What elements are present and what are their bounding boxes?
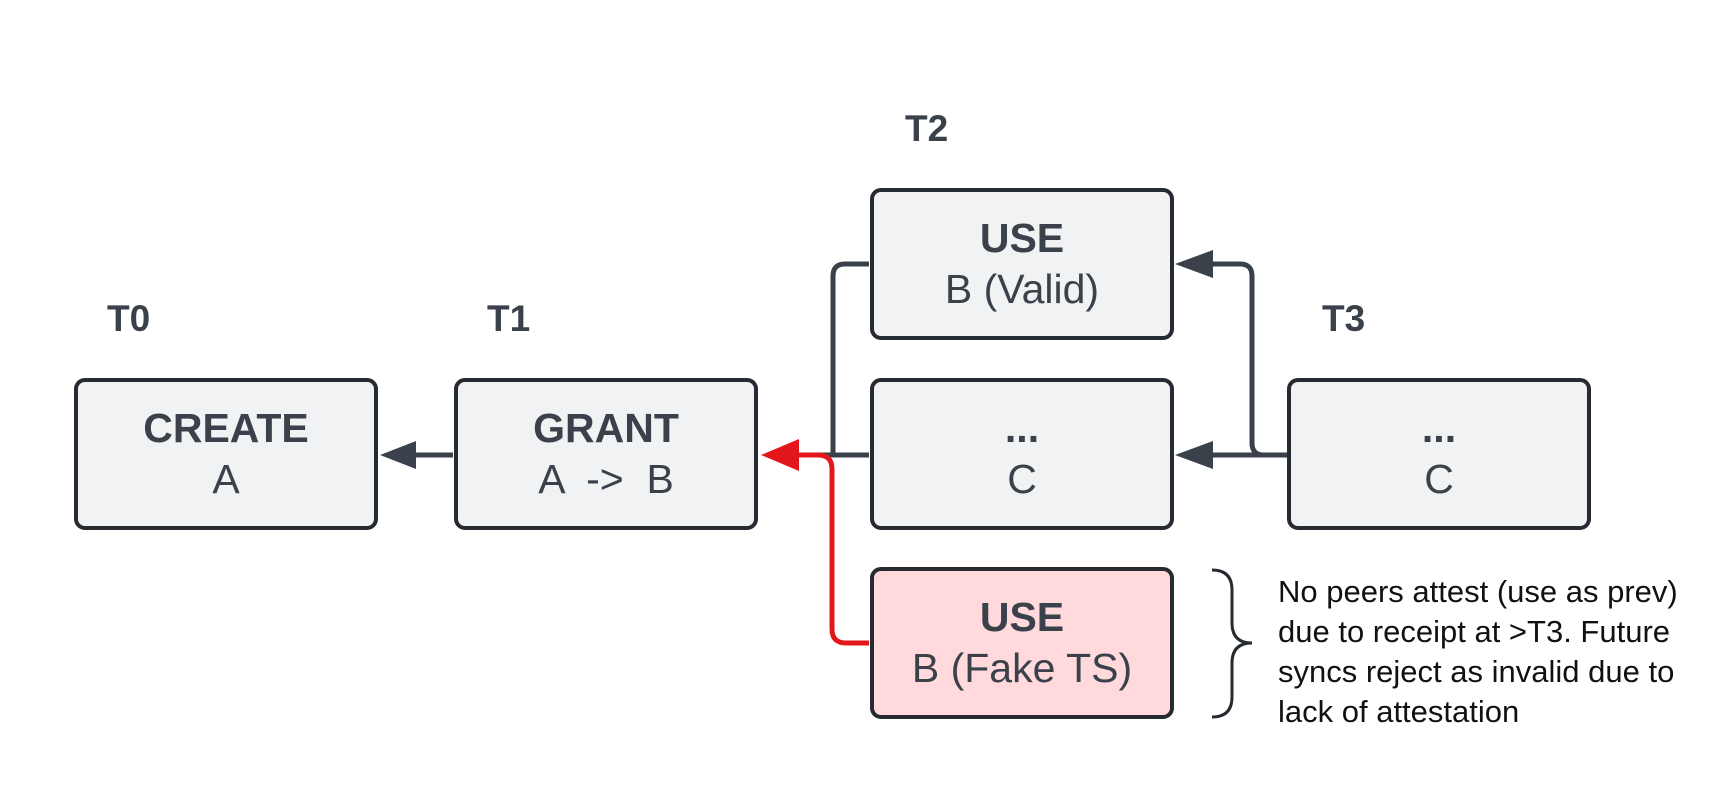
arrowhead-grant-icon xyxy=(761,439,799,471)
connector-t3-to-use-valid xyxy=(1205,261,1287,458)
node-middle-t2-sub: C xyxy=(1007,456,1037,502)
node-middle-t2-title: ... xyxy=(1004,405,1040,451)
node-t3: ... C xyxy=(1287,378,1591,530)
time-label-t3: T3 xyxy=(1322,298,1366,339)
arrowhead-create-icon xyxy=(380,441,416,469)
node-use-valid-title: USE xyxy=(979,215,1065,261)
node-use-fake-sub: B (Fake TS) xyxy=(911,645,1133,691)
time-label-t0: T0 xyxy=(107,298,151,339)
node-use-valid-sub: B (Valid) xyxy=(944,266,1100,312)
annotation-text: No peers attest (use as prev) due to rec… xyxy=(1278,574,1678,729)
node-use-valid: USE B (Valid) xyxy=(870,188,1174,340)
node-grant-title: GRANT xyxy=(533,405,679,451)
node-grant-sub: A -> B xyxy=(538,456,674,502)
arrowhead-middle-icon xyxy=(1175,441,1213,469)
node-use-fake-title: USE xyxy=(979,594,1065,640)
time-label-t2: T2 xyxy=(905,108,949,149)
connector-use-valid-to-grant xyxy=(818,261,869,458)
connector-fake-to-grant xyxy=(790,452,869,646)
node-middle-t2: ... C xyxy=(870,378,1174,530)
node-grant: GRANT A -> B xyxy=(454,378,758,530)
node-t3-sub: C xyxy=(1424,456,1454,502)
node-use-fake: USE B (Fake TS) xyxy=(870,567,1174,719)
curly-brace-icon xyxy=(1211,568,1253,719)
node-create-title: CREATE xyxy=(143,405,309,451)
node-create-sub: A xyxy=(212,456,240,502)
node-create: CREATE A xyxy=(74,378,378,530)
arrowhead-use-valid-icon xyxy=(1175,250,1213,278)
node-t3-title: ... xyxy=(1421,405,1457,451)
time-label-t1: T1 xyxy=(487,298,531,339)
